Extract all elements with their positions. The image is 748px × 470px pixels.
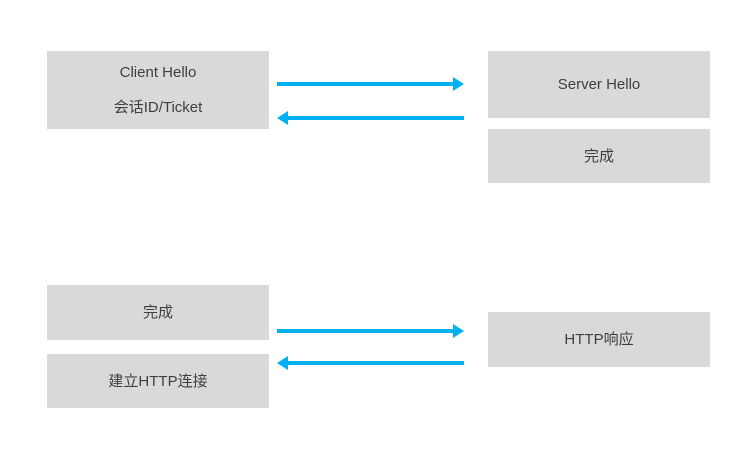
server-hello-box: Server Hello <box>488 51 710 118</box>
http-response-label: HTTP响应 <box>564 331 634 348</box>
client-hello-box: Client Hello 会话ID/Ticket <box>47 51 269 129</box>
arrow-left-top-icon <box>277 111 464 125</box>
establish-http-box: 建立HTTP连接 <box>47 354 269 408</box>
arrow-left-bottom-icon <box>277 356 464 370</box>
client-finished-label: 完成 <box>142 304 173 321</box>
arrow-right-top-icon <box>277 77 464 91</box>
server-finished-label: 完成 <box>583 147 614 165</box>
client-finished-box: 完成 <box>47 285 269 340</box>
session-id-ticket-label: 会话ID/Ticket <box>113 99 203 116</box>
server-hello-label: Server Hello <box>557 76 641 93</box>
client-hello-label: Client Hello <box>119 64 197 81</box>
server-finished-box: 完成 <box>488 129 710 183</box>
establish-http-label: 建立HTTP连接 <box>108 372 208 390</box>
http-response-box: HTTP响应 <box>488 312 710 367</box>
arrow-right-bottom-icon <box>277 324 464 338</box>
